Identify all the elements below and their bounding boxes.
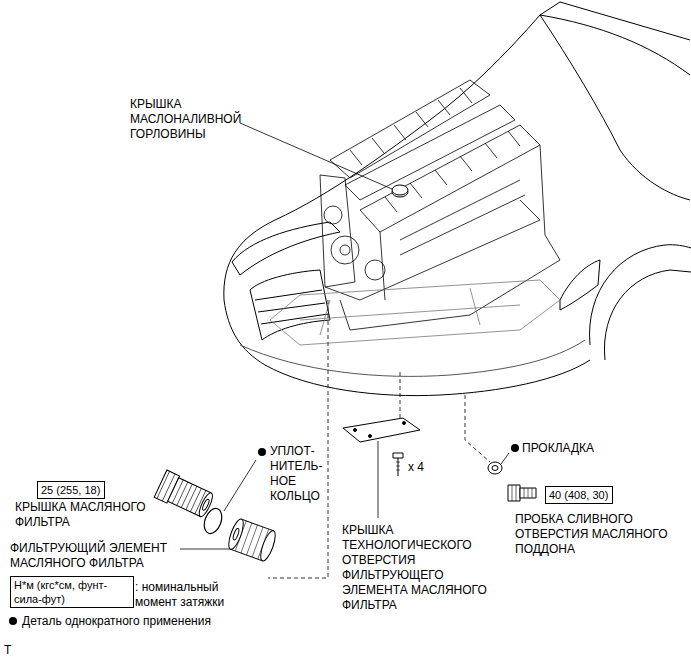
oil-filter-cap: [197, 491, 215, 518]
oil-filter-cap: [201, 498, 210, 511]
engine: [340, 235, 560, 330]
engine: [320, 175, 355, 287]
engine: [324, 206, 342, 224]
part-label: : номинальный момент затяжки: [135, 580, 250, 610]
legend-bullet: [9, 617, 17, 625]
dashed-guides: [400, 372, 401, 420]
car-body: [250, 270, 330, 340]
legend-item: Деталь однократного применения: [8, 614, 211, 629]
filter-access-cover: [343, 418, 420, 442]
filter-element: [232, 528, 240, 541]
car-body: [224, 2, 691, 396]
under-cover: [270, 280, 560, 345]
car-body: [224, 300, 590, 396]
drain-plug: [524, 488, 532, 498]
dashed-guides: [465, 395, 490, 462]
part-label: ФИЛЬТРУЮЩИЙ ЭЛЕМЕНТ МАСЛЯНОГО ФИЛЬТРА: [10, 541, 188, 571]
part-label: T: [4, 643, 11, 658]
part-label: КРЫШКА ТЕХНОЛОГИЧЕСКОГО ОТВЕРСТИЯ ФИЛЬТР…: [342, 523, 487, 613]
gasket: [488, 462, 502, 474]
car-body: [540, 15, 690, 75]
o-ring: [201, 506, 225, 536]
engine: [325, 200, 540, 300]
bolt: [398, 458, 399, 476]
filter-access-cover: [354, 429, 357, 432]
bolt: [396, 462, 400, 470]
single-use-bullet: [511, 444, 519, 452]
drain-plug: [508, 485, 520, 501]
filter-access-cover: [343, 418, 420, 442]
leader-lines: [501, 453, 509, 464]
part-label: ПРОБКА СЛИВНОГО ОТВЕРСТИЯ МАСЛЯНОГО ПОДД…: [515, 512, 687, 557]
car-body: [560, 260, 600, 310]
filter-element: [226, 517, 278, 562]
o-ring: [201, 506, 225, 536]
leader-lines: [378, 441, 379, 518]
engine: [350, 88, 472, 165]
part-label: ПРОКЛАДКА: [522, 441, 594, 456]
filter-access-cover: [403, 422, 406, 425]
bolt: [393, 453, 403, 476]
engine: [340, 245, 350, 255]
under-cover: [270, 280, 560, 345]
torque-value: 40 (408, 30): [549, 488, 609, 502]
engine: [320, 80, 560, 330]
car-body: [224, 2, 560, 300]
leader-lines: [224, 460, 256, 511]
torque-value: 25 (255, 18): [41, 483, 101, 497]
car-body: [540, 15, 690, 200]
car-body: [560, 2, 690, 40]
filter-access-cover: [369, 435, 372, 438]
engine: [385, 131, 520, 212]
drain-plug: [520, 488, 536, 498]
leader-lines: [180, 123, 509, 549]
torque-box: 25 (255, 18): [37, 481, 105, 499]
bolt: [393, 453, 403, 458]
gasket: [488, 462, 502, 474]
single-use-bullet: [258, 448, 266, 456]
engine: [380, 145, 545, 300]
engine: [345, 105, 515, 200]
part-label: КРЫШКА МАСЛЯНОГО ФИЛЬТРА: [15, 500, 160, 530]
torque-value: Н*м (кгс*см, фунт-сила-фут): [14, 578, 130, 606]
part-label: КРЫШКА МАСЛОНАЛИВНОЙ ГОРЛОВИНЫ: [130, 97, 255, 142]
engine: [331, 236, 359, 264]
under-cover: [300, 288, 520, 335]
car-body: [240, 340, 585, 376]
legend-bullet: [8, 616, 18, 626]
torque-box: Н*м (кгс*см, фунт-сила-фут): [10, 576, 134, 608]
filter-element: [226, 517, 246, 550]
oil-filler-cap: [392, 185, 408, 197]
car-body: [590, 245, 691, 345]
part-label: x 4: [408, 460, 424, 475]
car-body: [604, 270, 691, 360]
engine: [360, 125, 540, 232]
oil-filter-cap: [154, 470, 216, 520]
leader-lines: [180, 549, 232, 550]
drain-plug: [508, 485, 536, 501]
part-label: УПЛОТ- НИТЕЛЬ- НОЕ КОЛЬЦО: [270, 444, 334, 504]
filter-element: [258, 529, 278, 562]
leader-lines: [240, 123, 392, 189]
engine: [400, 180, 525, 255]
oil-filler-cap: [392, 185, 408, 195]
gasket: [492, 466, 498, 471]
torque-box: 40 (408, 30): [545, 486, 613, 504]
legend-text: Деталь однократного применения: [22, 614, 211, 628]
drain-plug: [512, 485, 516, 501]
dashed-guides: [268, 300, 328, 578]
